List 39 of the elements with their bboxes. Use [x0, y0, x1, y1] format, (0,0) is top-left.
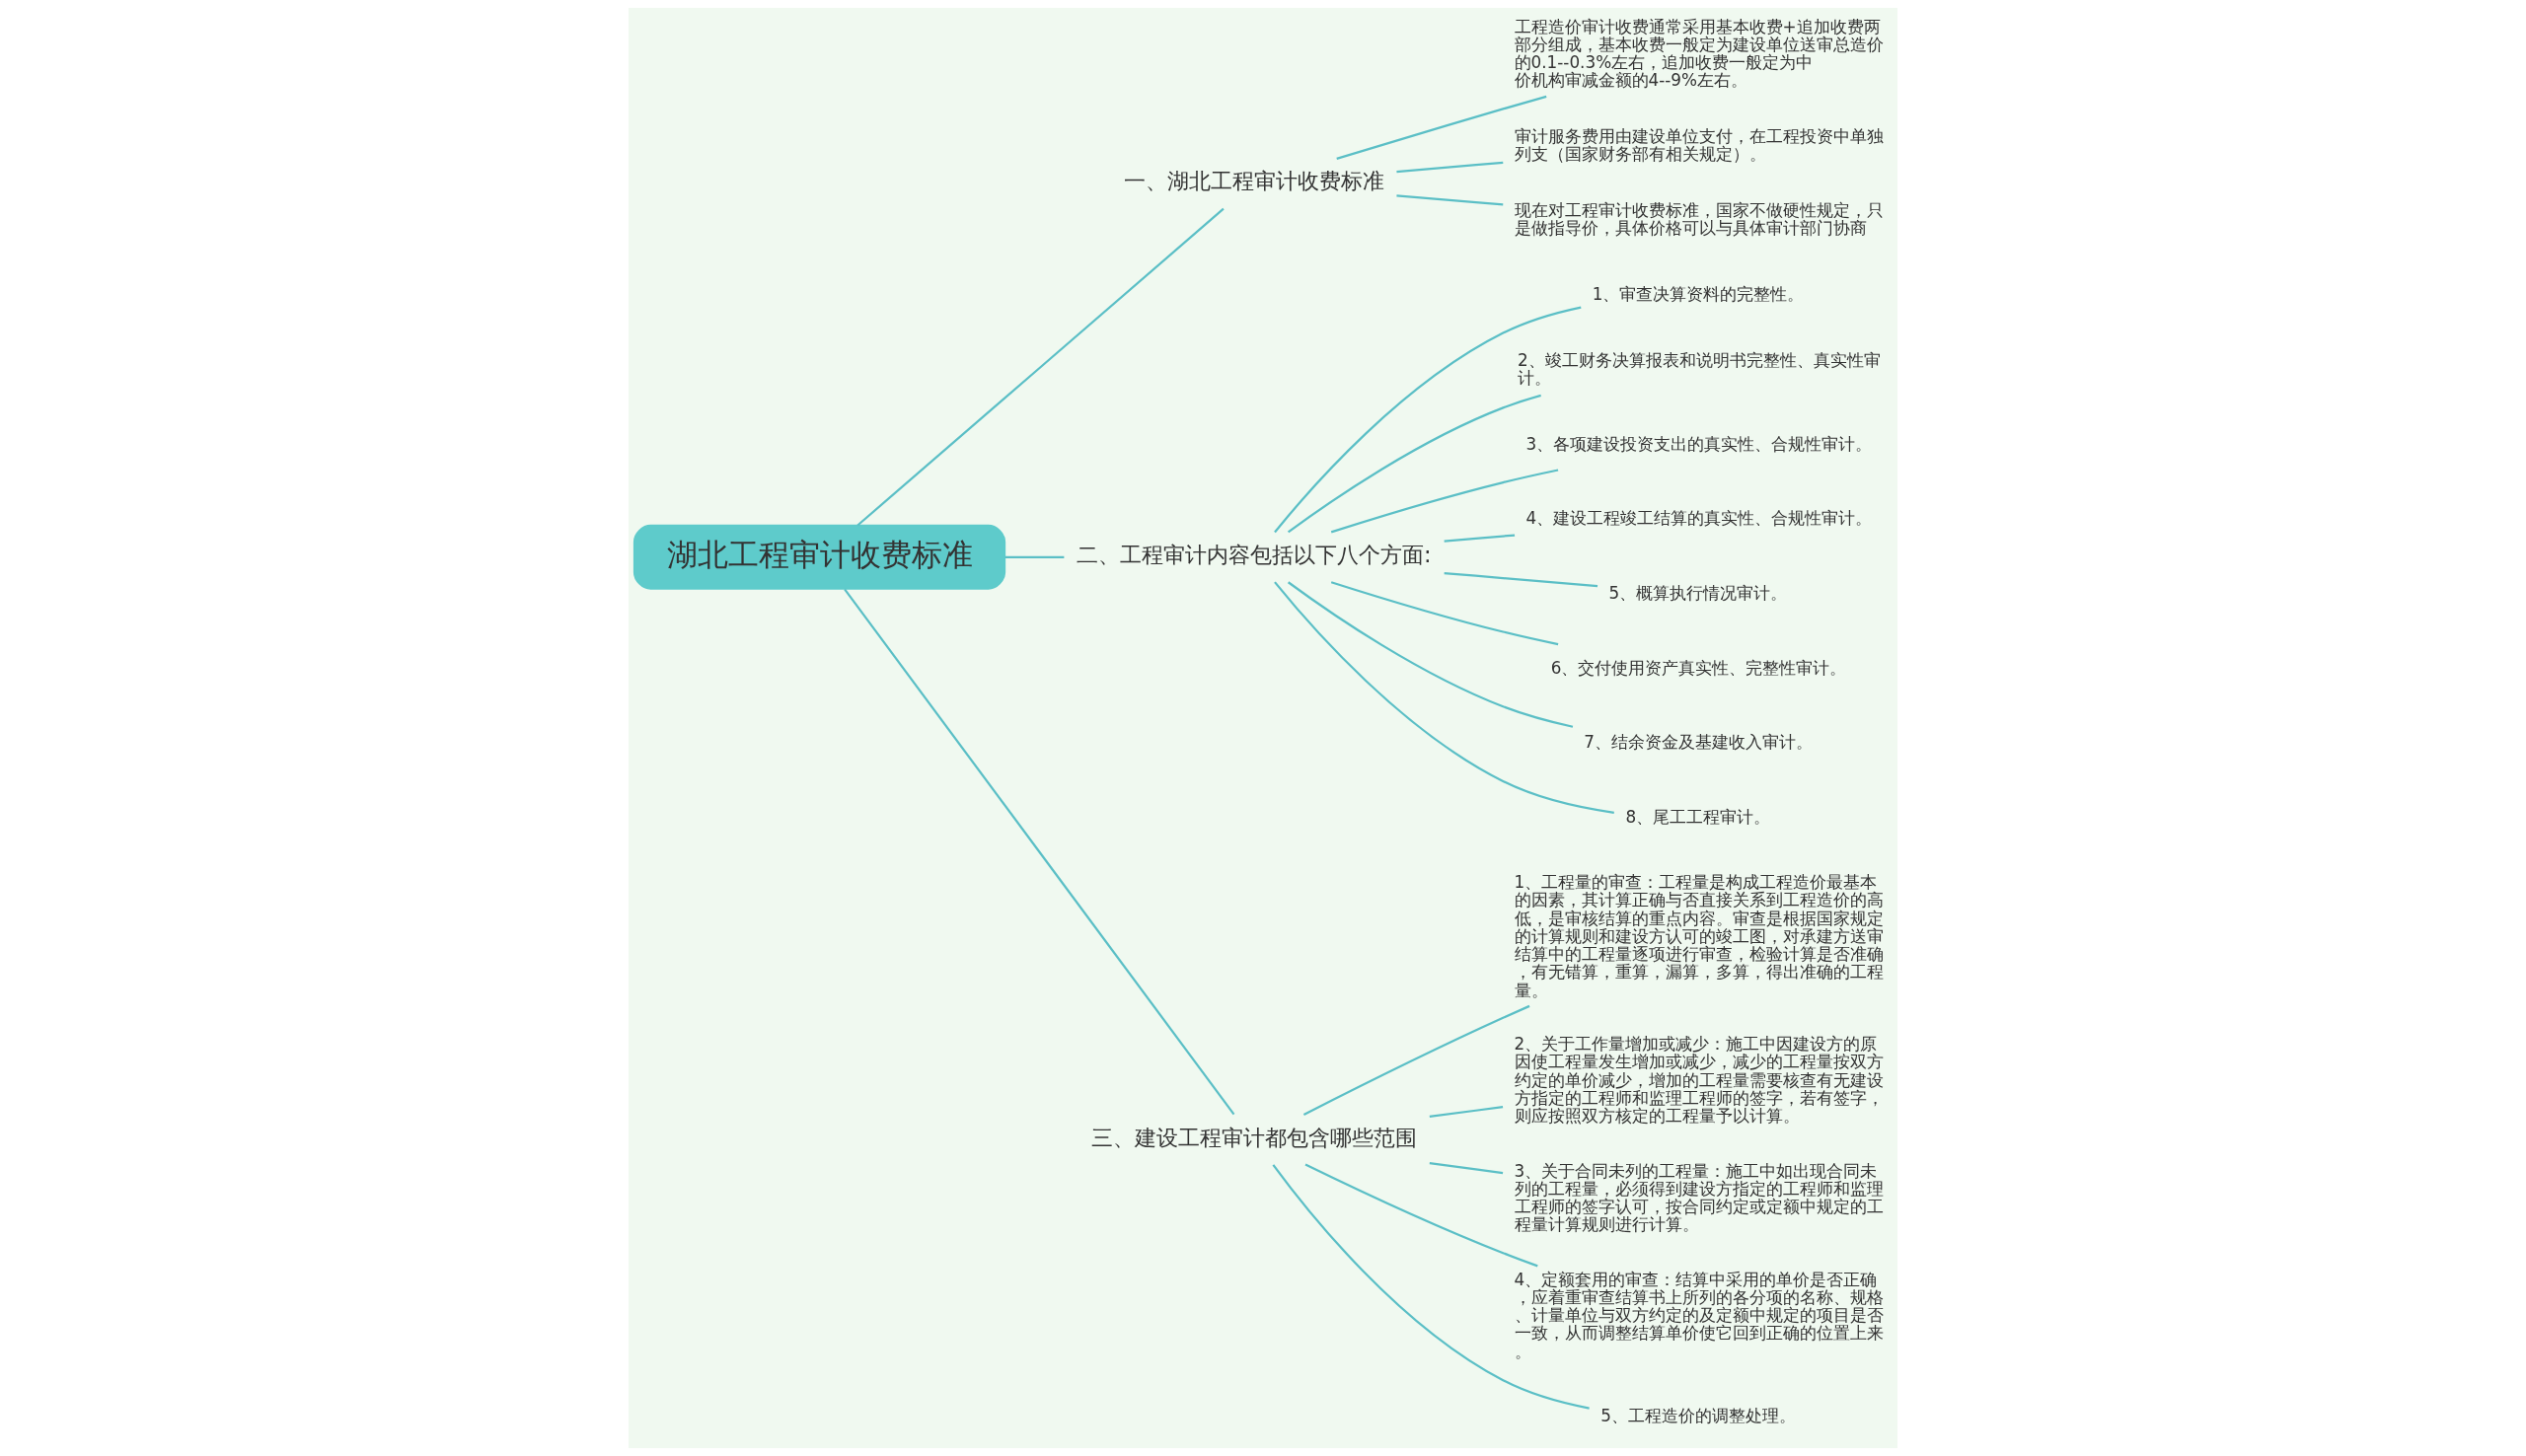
node-text: 4、定额套用的审查：结算中采用的单价是否正确，应着重审查结算书上所列的各分项的名称、规格、计量单位与双方约定的及定额中规定的项目是否一致，从而调整结算单价使它回到正确的位置上来。 — [1514, 1269, 1884, 1361]
node-text: 审计服务费用由建设单位支付，在工程投资中单独列支（国家财务部有相关规定）。 — [1514, 125, 1884, 164]
connector — [1396, 194, 1504, 206]
node-text: 一、湖北工程审计收费标准 — [1123, 168, 1384, 194]
node-text: 二、工程审计内容包括以下八个方面: — [1077, 542, 1432, 568]
node-text: 4、建设工程竣工结算的真实性、合规性审计。 — [1525, 508, 1873, 529]
connector — [1274, 306, 1582, 534]
node-text: 5、概算执行情况审计。 — [1608, 583, 1788, 604]
connector — [856, 207, 1225, 527]
connector — [1272, 1164, 1590, 1410]
node-text: 工程造价审计收费通常采用基本收费+追加收费两部分组成，基本收费一般定为建设单位送审总造价的0.1--0.3%左右，追加收费一般定为中价机构审减金额的4--9%左右。 — [1514, 16, 1884, 91]
node-text: 8、尾工工程审计。 — [1625, 807, 1771, 828]
connector — [1444, 534, 1516, 543]
connector — [1429, 1106, 1504, 1119]
connector — [1330, 581, 1559, 646]
connector — [1336, 95, 1547, 160]
node-text: 三、建设工程审计都包含哪些范围 — [1090, 1124, 1417, 1150]
connector — [1444, 571, 1598, 588]
node-text: 7、结余资金及基建收入审计。 — [1584, 732, 1814, 753]
connector — [1396, 161, 1504, 174]
connector — [1302, 1004, 1530, 1116]
node-text: 5、工程造价的调整处理。 — [1600, 1406, 1796, 1426]
node-text: 2、竣工财务决算报表和说明书完整性、真实性审计。 — [1518, 349, 1881, 388]
connector — [1004, 555, 1065, 558]
node-text: 3、关于合同未列的工程量：施工中如出现合同未列的工程量，必须得到建设方指定的工程师和监理工程师的签字认可，按合同约定或定额中规定的工程量计算规则进行计算。 — [1514, 1160, 1884, 1235]
connector — [1274, 581, 1614, 814]
node-text: 3、各项建设投资支出的真实性、合规性审计。 — [1525, 433, 1873, 454]
connector — [1287, 394, 1541, 534]
node-text: 1、工程量的审查：工程量是构成工程造价最基本的因素，其计算正确与否直接关系到工程造价的高低，是审核结算的重点内容。审查是根据国家规定的计算规则和建设方认可的竣工图，对承建方送审结算中的工程量逐项进行审查，检验计算是否准确，有无错算，重算，漏算，多算，得出准确的工程量。 — [1514, 872, 1884, 1000]
node-box: 湖北工程审计收费标准 — [632, 524, 1006, 590]
connector — [1287, 581, 1574, 728]
connector — [1429, 1161, 1504, 1175]
node-text: 6、交付使用资产真实性、完整性审计。 — [1550, 657, 1847, 678]
connector — [844, 588, 1235, 1116]
connector — [1330, 469, 1559, 534]
node-text: 1、审查决算资料的完整性。 — [1592, 284, 1805, 305]
node-text: 现在对工程审计收费标准，国家不做硬性规定，只是做指导价，具体价格可以与具体审计部门协商 — [1514, 200, 1884, 239]
connector — [1304, 1163, 1538, 1268]
node-text: 2、关于工作量增加或减少：施工中因建设方的原因使工程量发生增加或减少，减少的工程量按双方约定的单价减少，增加的工程量需要核查有无建设方指定的工程师和监理工程师的签字，若有签字，则应按照双方核定的工程量予以计算。 — [1514, 1034, 1884, 1127]
